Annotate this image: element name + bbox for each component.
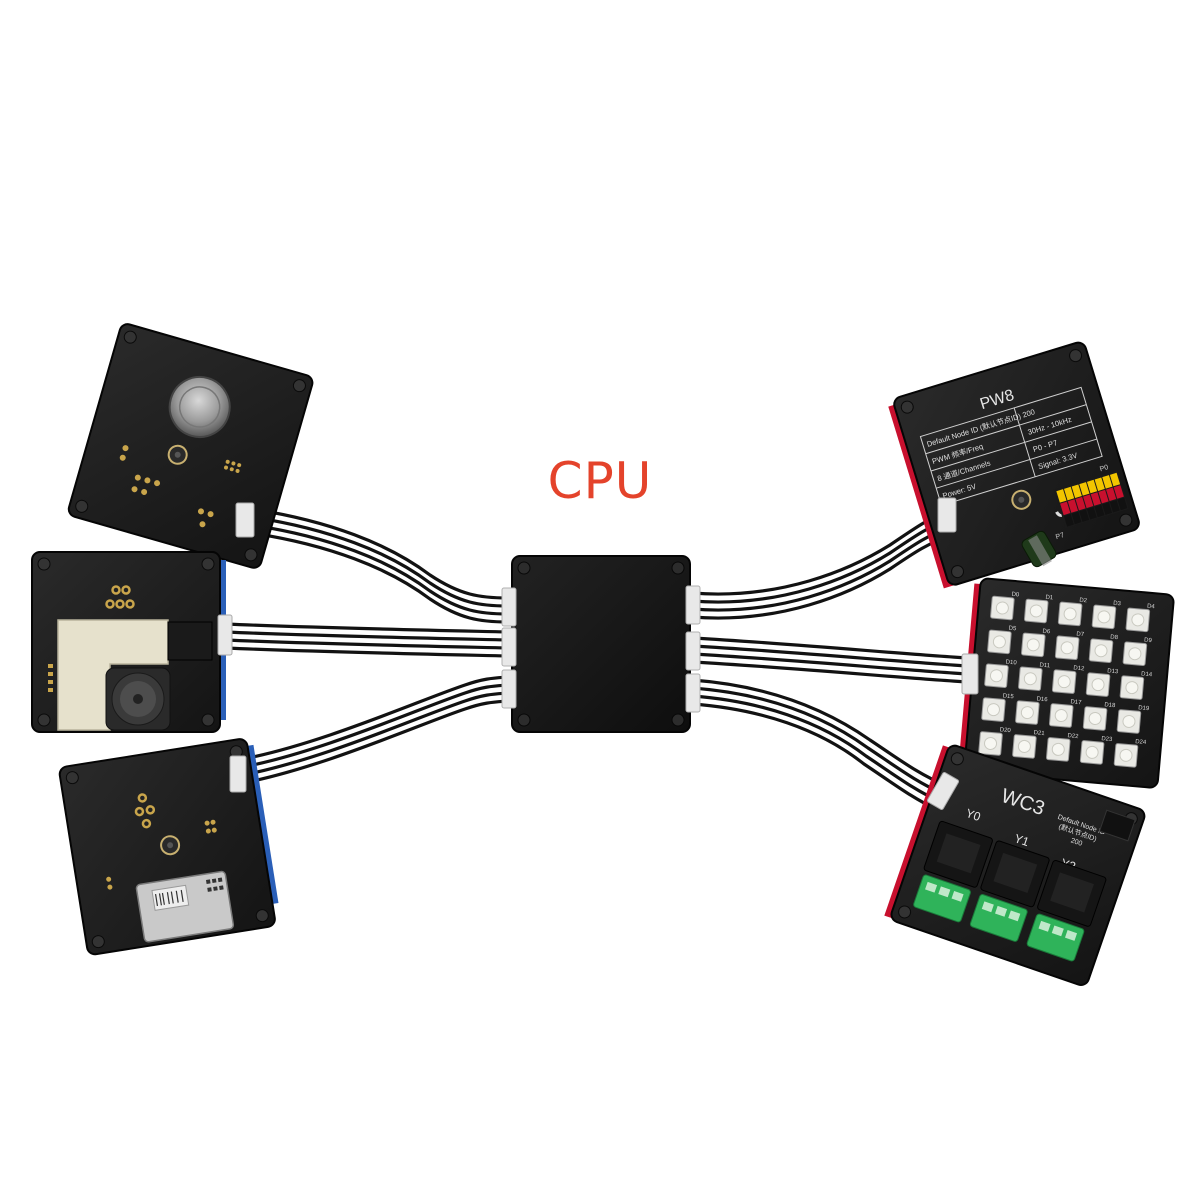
led-lens — [989, 669, 1003, 683]
led-lens — [1060, 641, 1074, 655]
led-label: D19 — [1138, 705, 1150, 712]
cable-dust-sensor — [223, 622, 510, 658]
pw8-pin-start-label: P7 — [1055, 532, 1065, 541]
led-label: D1 — [1045, 595, 1054, 602]
led-lens — [1085, 745, 1099, 759]
dust-sensor-housing-icon — [57, 619, 169, 731]
led-lens — [1128, 647, 1142, 661]
cpu-connectors-right — [685, 585, 701, 713]
led-label: D18 — [1104, 702, 1116, 709]
cable-gas-sensor — [243, 506, 510, 624]
led-label: D3 — [1113, 601, 1122, 608]
pw8-pin-headers — [1053, 470, 1129, 529]
led-label: D21 — [1033, 730, 1045, 737]
cpu-label: CPU — [547, 452, 653, 510]
led-lens — [1051, 742, 1065, 756]
led-label: D13 — [1107, 668, 1119, 675]
led-lens — [1094, 644, 1108, 658]
pw8-module: PW8 Default Node ID (默认节点ID) 200 PWM 频率/… — [888, 341, 1140, 589]
led-label: D16 — [1036, 696, 1048, 703]
led-lens — [992, 635, 1006, 649]
led-label: D14 — [1141, 671, 1153, 678]
led-label: D20 — [999, 727, 1011, 734]
pw8-connector — [937, 497, 957, 533]
led-label: D0 — [1011, 592, 1020, 599]
led-lens — [984, 736, 998, 750]
led-label: D10 — [1005, 659, 1017, 666]
led-lens — [1026, 638, 1040, 652]
cpu-connectors-left — [501, 587, 517, 709]
led-lens — [1017, 739, 1031, 753]
pw8-pin-end-label: P0 — [1099, 464, 1109, 473]
led-label: D6 — [1042, 629, 1051, 636]
cable-env-sensor — [236, 675, 510, 786]
led-lens — [1088, 711, 1102, 725]
capacitor-icon — [1021, 530, 1057, 568]
gas-sensor-connector — [235, 502, 255, 538]
dust-sensor-connector — [217, 614, 233, 656]
env-sensor-connector — [229, 755, 247, 793]
led-label: D23 — [1101, 736, 1113, 743]
led-label: D11 — [1039, 662, 1051, 669]
cable-pw8 — [690, 510, 953, 620]
led-label: D2 — [1079, 598, 1088, 605]
led-lens — [1119, 748, 1133, 762]
led-label: D9 — [1144, 637, 1153, 644]
led-label: D4 — [1147, 604, 1156, 611]
led-lens — [1122, 714, 1136, 728]
led-label: D24 — [1135, 739, 1147, 746]
led-label: D7 — [1076, 632, 1085, 639]
led-lens — [1097, 610, 1111, 624]
wc3-module: WC3 Y0 Y1 Y2 Default Node ID (默认节点ID) 20… — [884, 744, 1146, 986]
led-matrix-connector — [961, 653, 979, 695]
env-sensor-module — [58, 738, 279, 956]
led-lens — [1029, 604, 1043, 618]
terminal-blocks — [913, 874, 1085, 962]
led-lens — [1054, 709, 1068, 723]
gas-sensor-module — [67, 323, 314, 569]
wc3-channel-y1: Y1 — [1012, 831, 1031, 849]
wc3-channel-y0: Y0 — [964, 806, 983, 824]
led-lens — [986, 703, 1000, 717]
pw8-spec-table — [919, 386, 1103, 507]
cable-led-matrix — [690, 636, 970, 684]
led-lens — [1020, 706, 1034, 720]
gas-sensor-can-icon — [168, 375, 231, 438]
cable-wc3 — [690, 678, 947, 811]
led-label: D8 — [1110, 635, 1119, 642]
led-label: D15 — [1002, 693, 1014, 700]
led-lens — [1125, 681, 1139, 695]
led-lens — [1131, 613, 1145, 627]
led-label: D17 — [1070, 699, 1082, 706]
dust-sensor-module — [31, 551, 226, 733]
led-label: D5 — [1008, 626, 1017, 633]
led-lens — [1057, 675, 1071, 689]
led-label: D12 — [1073, 665, 1085, 672]
led-lens — [1091, 678, 1105, 692]
led-lens — [1023, 672, 1037, 686]
led-label: D22 — [1067, 733, 1079, 740]
led-lens — [1063, 607, 1077, 621]
wc3-node-value: 200 — [1070, 837, 1083, 847]
relay-blocks — [923, 820, 1107, 927]
cpu-module — [501, 555, 701, 733]
wc3-connector — [926, 772, 960, 810]
led-lens — [995, 601, 1009, 615]
pw8-row-0-right: 200 — [1021, 407, 1036, 419]
